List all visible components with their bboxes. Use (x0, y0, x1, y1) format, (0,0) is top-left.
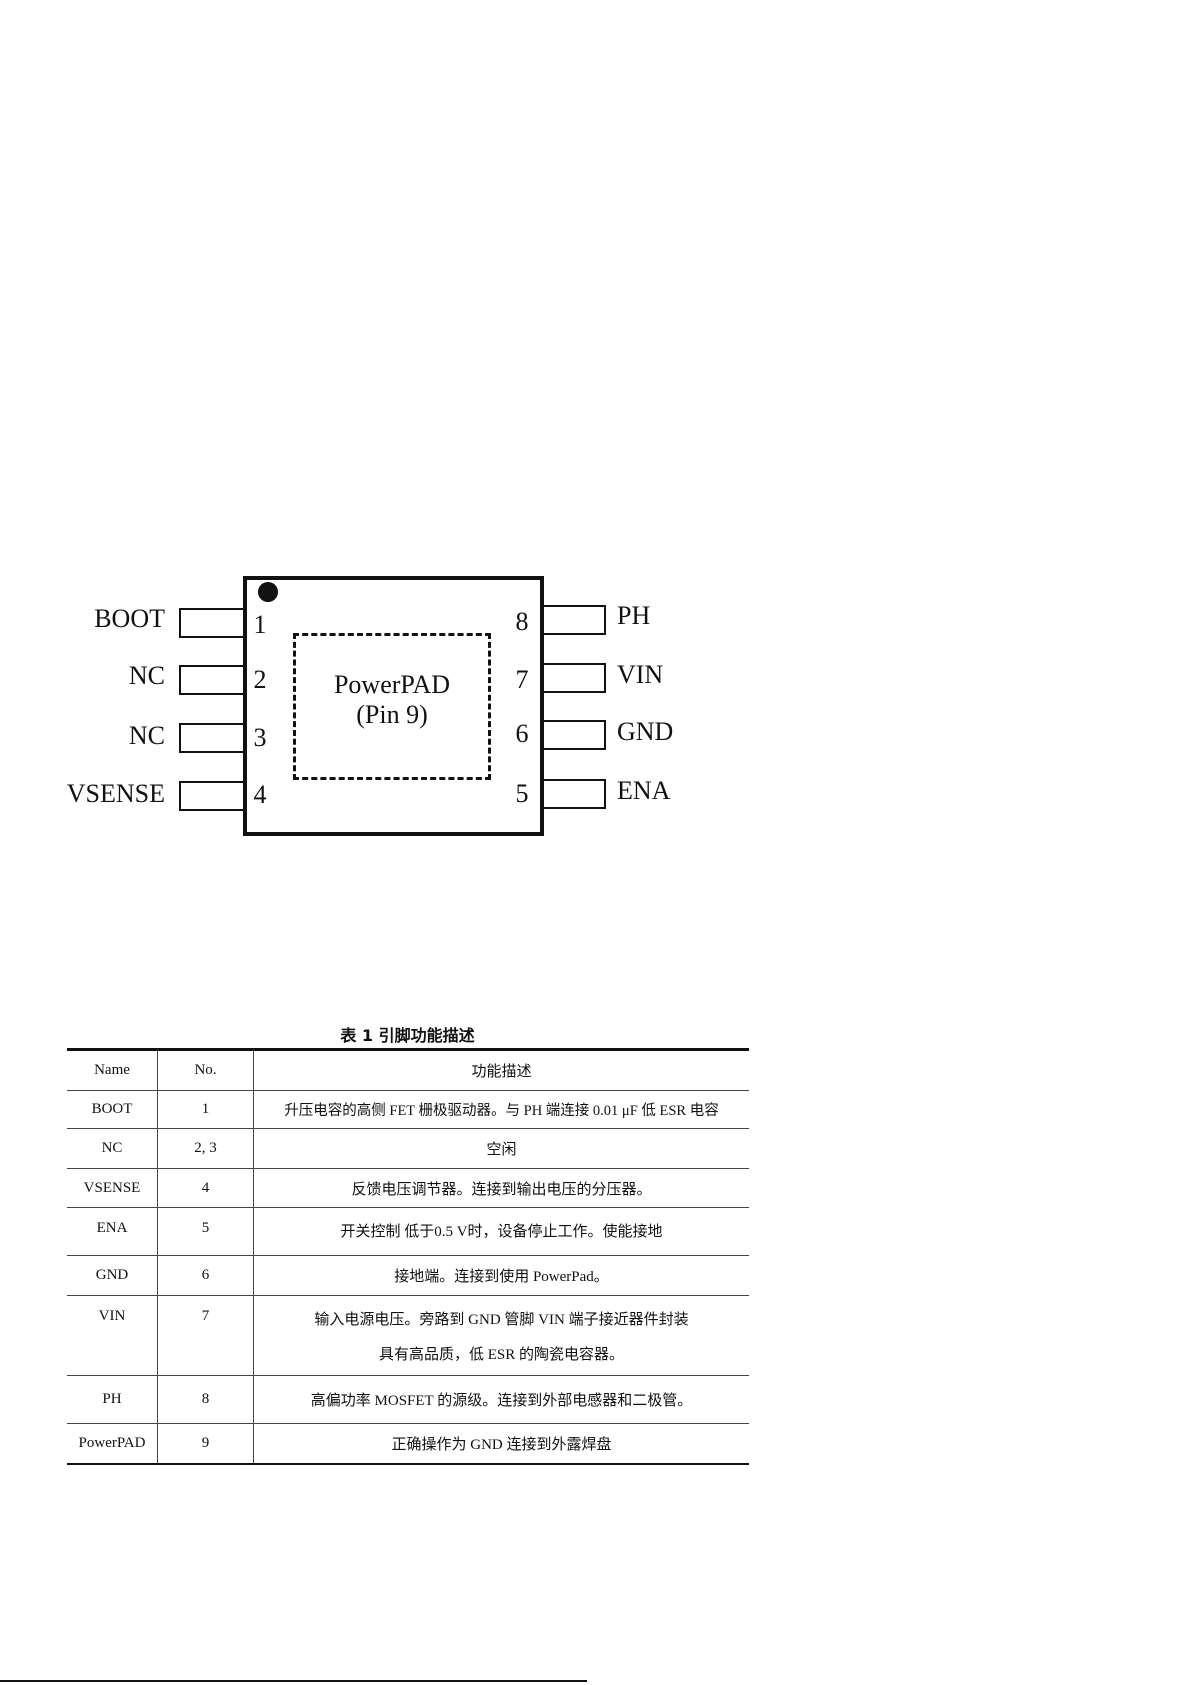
cell-name: PowerPAD (78, 1434, 146, 1451)
pin-label: ENA (617, 776, 671, 805)
pin1-marker (258, 582, 278, 602)
pin-2 (179, 665, 243, 695)
cell-desc: 高偏功率 MOSFET 的源级。连接到外部电感器和二极管。 (253, 1375, 749, 1424)
powerpad-pin: (Pin 9) (356, 700, 428, 729)
table-row: PH 8 高偏功率 MOSFET 的源级。连接到外部电感器和二极管。 (67, 1375, 749, 1424)
powerpad-name: PowerPAD (333, 670, 451, 699)
pin-number: 7 (515, 665, 529, 694)
cell-desc: 正确操作为 GND 连接到外露焊盘 (253, 1423, 749, 1464)
cell-no: 5 (157, 1207, 254, 1256)
pin-1 (179, 608, 243, 638)
cell-no: 7 (157, 1295, 254, 1376)
cell-name: GND (67, 1255, 158, 1296)
table-caption: 表 1 引脚功能描述 (340, 1026, 475, 1045)
chip-body (243, 576, 544, 836)
header-no: No. (157, 1049, 254, 1091)
pin-label: BOOT (94, 604, 165, 633)
cell-desc: 升压电容的高侧 FET 栅极驱动器。与 PH 端连接 0.01 μF 低 ESR… (253, 1090, 749, 1129)
desc-line: 输入电源电压。旁路到 GND 管脚 VIN 端子接近器件封装 (314, 1312, 689, 1328)
cell-desc: 空闲 (253, 1128, 749, 1169)
cell-name: BOOT (67, 1090, 158, 1129)
header-name: Name (67, 1049, 158, 1091)
table-row: VIN 7 输入电源电压。旁路到 GND 管脚 VIN 端子接近器件封装 具有高… (67, 1295, 749, 1376)
cell-name: VSENSE (67, 1168, 158, 1208)
pin-label: NC (128, 721, 165, 750)
pin-number: 8 (515, 607, 529, 636)
pin-label: VSENSE (66, 779, 165, 808)
header-desc: 功能描述 (253, 1049, 749, 1091)
cell-name: ENA (67, 1207, 158, 1256)
pin-4 (179, 781, 243, 811)
table-row: NC 2, 3 空闲 (67, 1128, 749, 1169)
cell-no: 6 (157, 1255, 254, 1296)
pin-number: 1 (253, 610, 267, 639)
cell-no: 2, 3 (157, 1128, 254, 1169)
cell-no: 4 (157, 1168, 254, 1208)
pin-number: 6 (515, 719, 529, 748)
powerpad-label: PowerPAD (Pin 9) (293, 670, 491, 730)
cell-name: NC (67, 1128, 158, 1169)
table-header: Name No. 功能描述 (67, 1049, 749, 1091)
pin-label: PH (617, 601, 651, 630)
pin-5 (542, 779, 606, 809)
cell-no: 8 (157, 1375, 254, 1424)
cell-name: PH (67, 1375, 158, 1424)
cell-desc: 输入电源电压。旁路到 GND 管脚 VIN 端子接近器件封装 具有高品质，低 E… (253, 1295, 749, 1376)
pin-number: 5 (515, 779, 529, 808)
pin-label: VIN (617, 660, 664, 689)
cell-desc: 接地端。连接到使用 PowerPad。 (253, 1255, 749, 1296)
cell-name: VIN (67, 1295, 158, 1376)
table-row: VSENSE 4 反馈电压调节器。连接到输出电压的分压器。 (67, 1168, 749, 1208)
table-row: PowerPAD 9 正确操作为 GND 连接到外露焊盘 (67, 1423, 749, 1464)
pin-8 (542, 605, 606, 635)
pin-label: NC (128, 661, 165, 690)
pin-7 (542, 663, 606, 693)
cell-no: 1 (157, 1090, 254, 1129)
table-row: GND 6 接地端。连接到使用 PowerPad。 (67, 1255, 749, 1296)
table-row: BOOT 1 升压电容的高侧 FET 栅极驱动器。与 PH 端连接 0.01 μ… (67, 1090, 749, 1129)
desc-line: 具有高品质，低 ESR 的陶瓷电容器。 (378, 1347, 624, 1363)
pin-label: GND (617, 717, 674, 746)
pin-number: 2 (253, 665, 267, 694)
cell-desc: 开关控制 低于0.5 V时，设备停止工作。使能接地 (253, 1207, 749, 1256)
cell-desc: 反馈电压调节器。连接到输出电压的分压器。 (253, 1168, 749, 1208)
cell-no: 9 (157, 1423, 254, 1464)
pin-number: 4 (253, 780, 267, 809)
pin-number: 3 (253, 723, 267, 752)
pin-3 (179, 723, 243, 753)
table-row: ENA 5 开关控制 低于0.5 V时，设备停止工作。使能接地 (67, 1207, 749, 1256)
footer-rule (0, 1680, 587, 1682)
pin-function-table: Name No. 功能描述 BOOT 1 升压电容的高侧 FET 栅极驱动器。与… (67, 1048, 749, 1465)
powerpad-outline (293, 633, 491, 780)
pin-6 (542, 720, 606, 750)
